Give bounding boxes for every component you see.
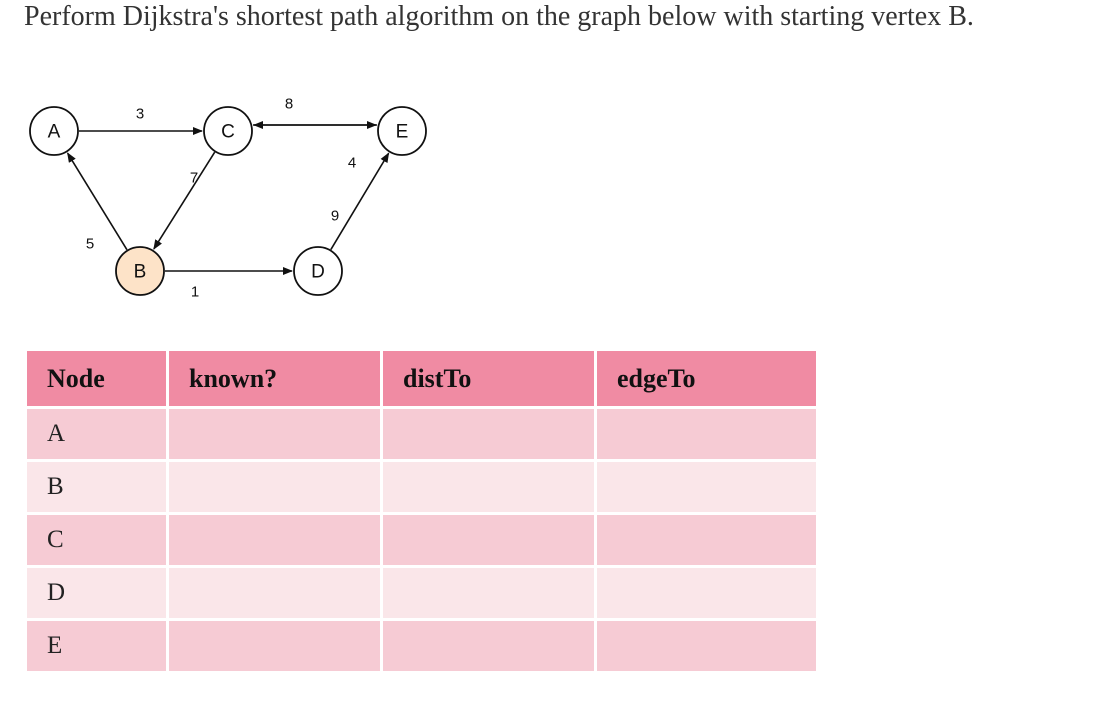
table-row: B bbox=[24, 459, 819, 515]
node-d-label: D bbox=[311, 262, 325, 283]
edge-weight-c-b: 7 bbox=[190, 170, 198, 187]
header-distto: distTo bbox=[380, 348, 597, 409]
node-c-circle bbox=[203, 106, 253, 156]
cell-known[interactable] bbox=[166, 618, 383, 674]
cell-edgeto[interactable] bbox=[594, 618, 819, 674]
header-known: known? bbox=[166, 348, 383, 409]
node-e-circle bbox=[377, 106, 427, 156]
cell-distto[interactable] bbox=[380, 459, 597, 515]
node-a-label: A bbox=[48, 122, 61, 143]
graph-nodes: A B C D E bbox=[29, 106, 427, 296]
edge-weight-b-a: 5 bbox=[86, 236, 94, 253]
node-b-label: B bbox=[134, 262, 147, 283]
table-row: A bbox=[24, 406, 819, 462]
cell-known[interactable] bbox=[166, 512, 383, 568]
cell-distto[interactable] bbox=[380, 565, 597, 621]
graph-diagram: 3 5 7 8 4 1 9 A B C D E bbox=[29, 96, 427, 301]
node-b-circle bbox=[115, 246, 165, 296]
edge-weight-b-d: 1 bbox=[191, 284, 199, 301]
cell-distto[interactable] bbox=[380, 512, 597, 568]
table-row: C bbox=[24, 512, 819, 568]
edge-weight-e-c: 4 bbox=[348, 155, 356, 172]
cell-edgeto[interactable] bbox=[594, 406, 819, 462]
edge-weight-d-e: 9 bbox=[331, 208, 339, 225]
cell-node: C bbox=[24, 512, 169, 568]
question-text: Perform Dijkstra's shortest path algorit… bbox=[24, 1, 974, 32]
table-header-row: Node known? distTo edgeTo bbox=[24, 348, 819, 409]
cell-node: D bbox=[24, 565, 169, 621]
node-c-label: C bbox=[221, 122, 235, 143]
cell-distto[interactable] bbox=[380, 618, 597, 674]
dijkstra-table: Node known? distTo edgeTo A B C D bbox=[24, 348, 819, 674]
node-a-circle bbox=[29, 106, 79, 156]
edge-weight-a-c: 3 bbox=[136, 106, 144, 123]
cell-edgeto[interactable] bbox=[594, 459, 819, 515]
edge-c-b-arrow bbox=[153, 151, 216, 250]
table-row: E bbox=[24, 618, 819, 674]
cell-distto[interactable] bbox=[380, 406, 597, 462]
table-row: D bbox=[24, 565, 819, 621]
edge-weight-c-e: 8 bbox=[285, 96, 293, 113]
cell-node: E bbox=[24, 618, 169, 674]
cell-node: A bbox=[24, 406, 169, 462]
cell-known[interactable] bbox=[166, 459, 383, 515]
cell-known[interactable] bbox=[166, 406, 383, 462]
cell-edgeto[interactable] bbox=[594, 512, 819, 568]
node-d-circle bbox=[293, 246, 343, 296]
edge-b-a-arrow bbox=[66, 152, 128, 251]
header-node: Node bbox=[24, 348, 169, 409]
cell-edgeto[interactable] bbox=[594, 565, 819, 621]
graph-edges: 3 5 7 8 4 1 9 bbox=[66, 96, 390, 301]
cell-node: B bbox=[24, 459, 169, 515]
edge-d-e-arrow bbox=[330, 152, 390, 250]
header-edgeto: edgeTo bbox=[594, 348, 819, 409]
cell-known[interactable] bbox=[166, 565, 383, 621]
node-e-label: E bbox=[396, 122, 409, 143]
